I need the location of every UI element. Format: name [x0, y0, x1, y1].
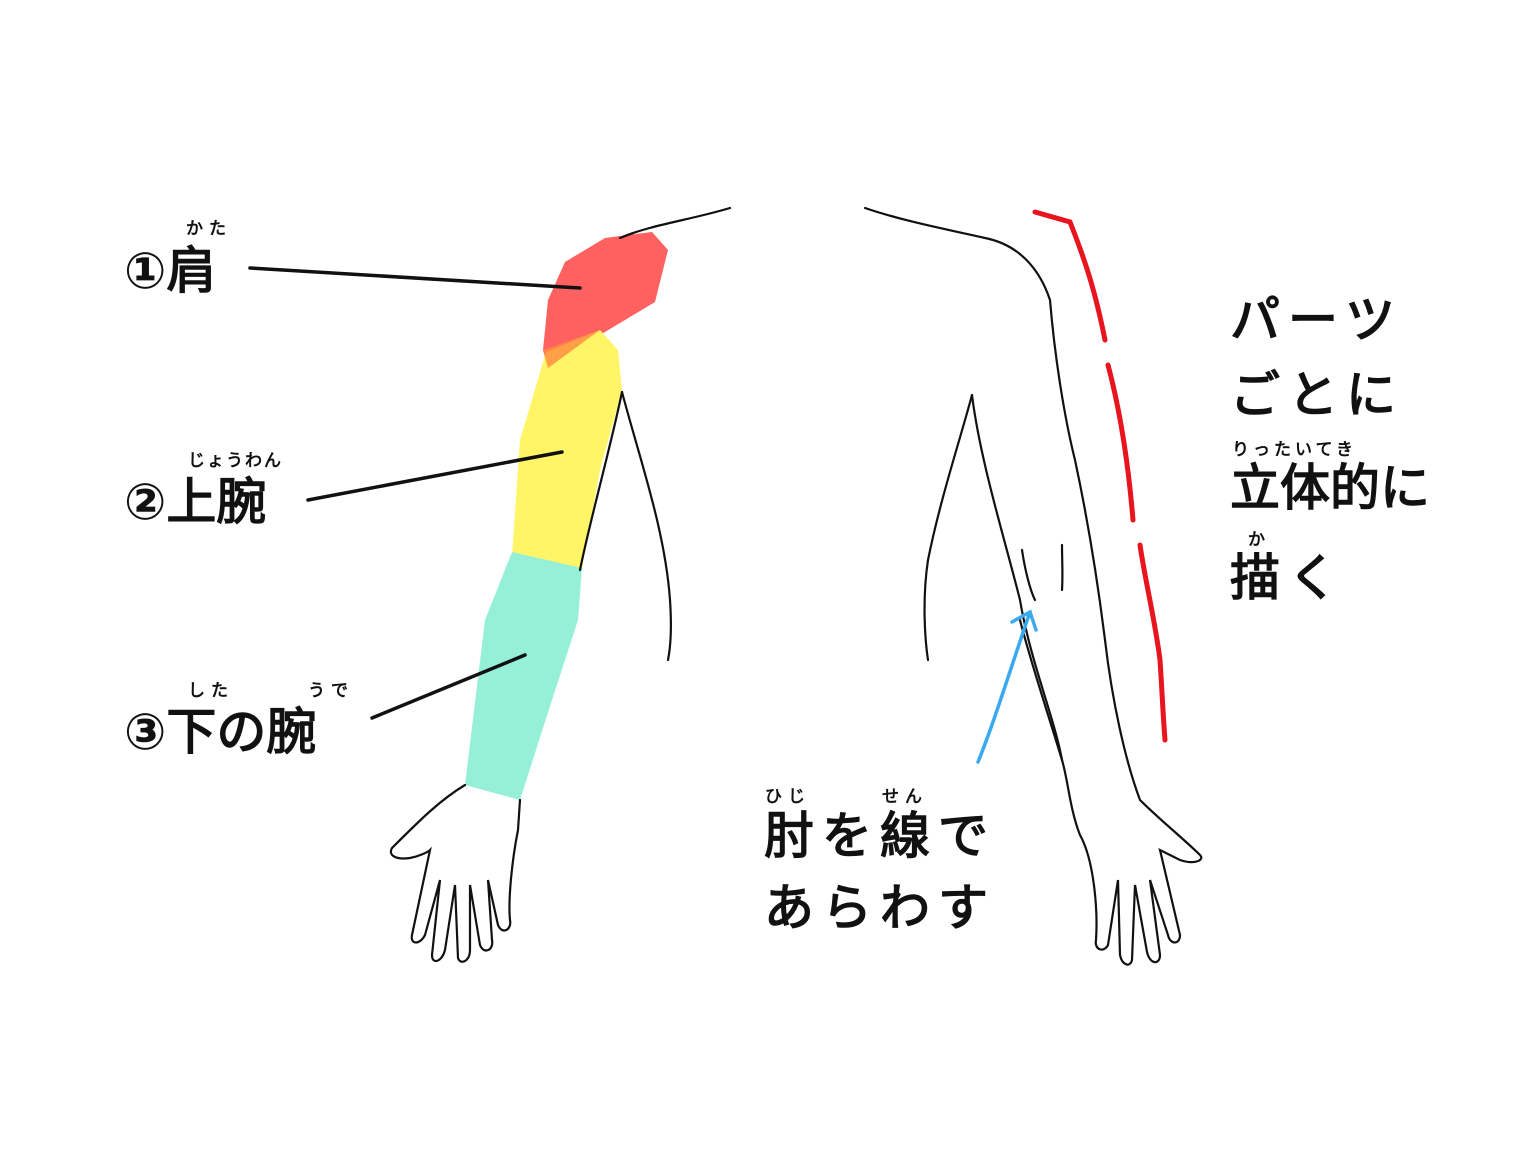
shoulder-number: ① — [124, 242, 167, 300]
shoulder-text: 肩 — [166, 242, 217, 300]
forearm-ruby-1: した — [188, 681, 234, 701]
upper-arm-text: 上腕 — [166, 473, 267, 531]
elbow-note-line2: あらわす — [764, 879, 996, 937]
label-forearm: ③下の腕 — [124, 704, 316, 760]
label-upper-arm: ②上腕 — [124, 474, 266, 530]
upper-arm-number: ② — [124, 473, 167, 531]
parts-note-line2: ごとに — [1230, 366, 1404, 424]
elbow-ruby-1: ひじ — [765, 787, 811, 807]
upper-arm-region — [512, 330, 622, 568]
label-shoulder: ①肩 — [124, 243, 216, 299]
parts-note-line3: 立体的に — [1230, 459, 1430, 517]
upper-arm-ruby: じょうわん — [188, 451, 283, 471]
forearm-region — [465, 552, 582, 800]
forearm-ruby-2: うで — [308, 681, 354, 701]
parts-note-line1: パーツ — [1230, 291, 1403, 349]
elbow-ruby-2: せん — [882, 787, 928, 807]
forearm-number: ③ — [124, 703, 167, 761]
elbow-note-line1: 肘を線で — [764, 807, 996, 865]
parts-note-line3-ruby: りったいてき — [1232, 440, 1357, 460]
shoulder-overlap — [543, 330, 600, 368]
shoulder-region — [543, 232, 668, 368]
parts-note-line4-ruby: か — [1248, 530, 1271, 550]
forearm-text: 下の腕 — [166, 703, 317, 761]
parts-note-line4: 描く — [1230, 549, 1346, 607]
shoulder-ruby: かた — [186, 219, 232, 239]
